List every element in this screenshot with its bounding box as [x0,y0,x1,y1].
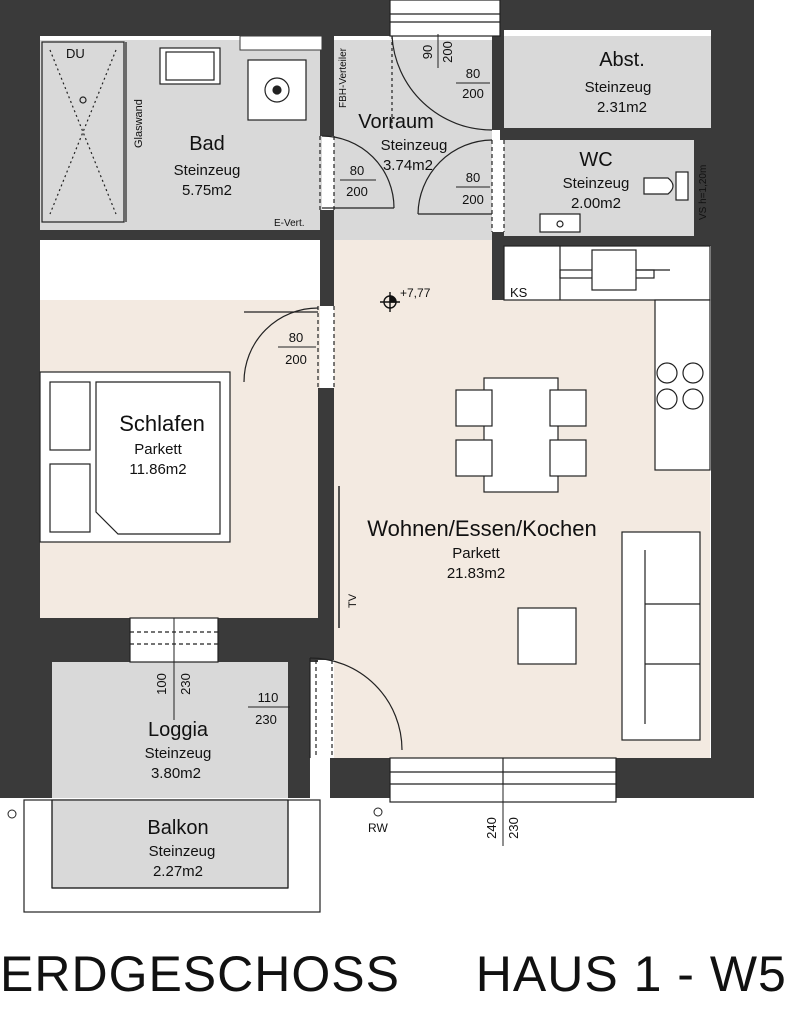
wc-door-width: 80 [466,170,480,185]
wohnen-door-width: 110 [258,690,279,705]
balkon-name: Balkon [147,817,208,839]
openings [23,0,617,913]
ks-label: KS [510,285,528,300]
entry-door-swing-icon [391,35,493,131]
furniture [39,371,701,741]
schlafen-door-height: 200 [285,352,307,367]
wc-name: WC [579,149,612,171]
floor-plan: Bad Steinzeug 5.75m2 Vorraum Steinzeug 3… [0,0,754,913]
vorraum-floor [334,40,492,240]
schlafen-door-width: 80 [289,330,303,345]
coffee-table [517,607,577,665]
sink-icon [591,249,637,291]
level-label: +7,77 [400,286,431,300]
glaswand-label: Glaswand [133,99,145,148]
evert-label: E-Vert. [274,218,305,229]
loggia-area: 3.80m2 [151,765,201,782]
shower-icon [41,41,125,223]
doors [243,35,505,758]
floor-label: ERDGESCHOSS [0,946,400,1002]
house-label: HAUS 1 - W5 [475,946,787,1002]
loggia-floor-label: Steinzeug [145,745,212,762]
bad-floor-label: Steinzeug [174,162,241,179]
balkon-area: 2.27m2 [153,863,203,880]
vorraum-area: 3.74m2 [383,157,433,174]
cooktop-icon [656,362,678,384]
abst-name: Abst. [599,49,645,71]
abst-area: 2.31m2 [597,99,647,116]
marker-circle-icon [7,809,17,819]
sofa-icon [621,531,701,741]
window-width: 240 [484,817,499,839]
wc-door-swing-icon [417,139,493,215]
rainwater-circle-icon [373,807,383,817]
abst-floor [504,36,711,130]
room-labels: Bad Steinzeug 5.75m2 Vorraum Steinzeug 3… [119,49,651,880]
wc-floor-label: Steinzeug [563,175,630,192]
loggia-door-swing-icon [309,657,403,751]
schlafen-door-swing-icon [243,307,319,383]
loggia-door-height: 230 [178,673,193,695]
floor-title: ERDGESCHOSS HAUS 1 - W5 [0,944,786,1004]
wohnen-floor-label: Parkett [452,545,500,562]
entry-height: 200 [440,41,455,63]
bad-name: Bad [189,133,225,155]
window-height: 230 [506,817,521,839]
bathroom-fixtures [41,41,689,233]
door-dimensions: 90 200 80 200 80 200 80 200 80 200 110 2… [154,34,521,846]
schlafen-floor-label: Parkett [134,441,182,458]
loggia-name: Loggia [148,719,209,741]
du-label: DU [66,46,85,61]
wohnen-door-height: 230 [255,712,277,727]
bad-door-swing-icon [321,135,395,209]
balkon-floor-label: Steinzeug [149,843,216,860]
fbh-label: FBH-Verteiler [338,47,349,108]
abst-door-height: 200 [462,86,484,101]
toilet-icon [643,177,674,195]
kitchen [503,245,711,471]
wc-door-height: 200 [462,192,484,207]
walls [0,0,754,802]
entry-width: 90 [420,45,435,59]
loggia-door-width: 100 [154,673,169,695]
wohnen-area: 21.83m2 [447,565,505,582]
wohnen-floor [334,240,710,758]
annotations: DU Glaswand FBH-Verteiler E-Vert. KS +7,… [66,46,709,835]
bad-door-height: 200 [346,184,368,199]
abst-floor-label: Steinzeug [585,79,652,96]
abst-door-width: 80 [466,66,480,81]
vs-label: VS h=1,20m [698,165,709,220]
schlafen-name: Schlafen [119,411,205,436]
vorraum-floor-label: Steinzeug [381,137,448,154]
vorraum-name: Vorraum [358,111,434,133]
dining-table [483,377,559,493]
bad-area: 5.75m2 [182,182,232,199]
tv-label: TV [347,593,359,608]
wc-area: 2.00m2 [571,195,621,212]
schlafen-area: 11.86m2 [129,461,186,478]
rw-label: RW [368,821,388,835]
wohnen-name: Wohnen/Essen/Kochen [367,516,597,541]
bad-door-width: 80 [350,163,364,178]
level-marker-icon [380,292,400,312]
